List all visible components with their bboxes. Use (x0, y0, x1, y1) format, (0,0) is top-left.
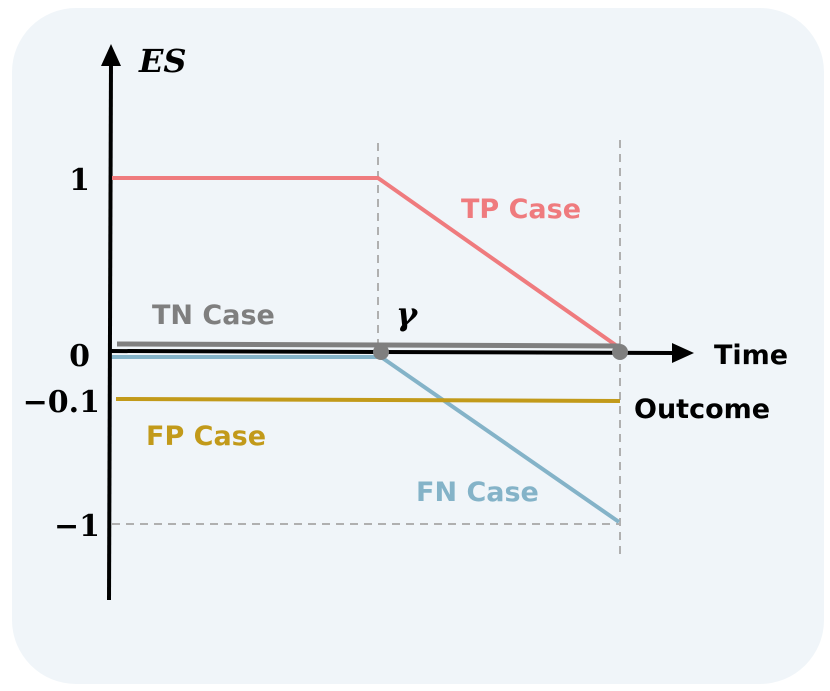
y-tick-label: 1 (69, 163, 90, 198)
tp-case-line (112, 176, 619, 348)
fp-case-line (115, 397, 621, 403)
y-tick-label: −1 (54, 509, 100, 544)
tn-case-label: TN Case (152, 300, 275, 331)
tp-case-label: TP Case (461, 194, 581, 225)
outcome-label: Outcome (634, 394, 770, 425)
x-axis-title: Time (714, 340, 788, 371)
x-axis (109, 349, 675, 355)
tn-case-line (116, 341, 621, 349)
fp-case-label: FP Case (146, 421, 266, 452)
gamma-label: γ (396, 295, 419, 333)
gamma-marker (373, 344, 389, 360)
y-axis-arrow (101, 44, 121, 66)
y-tick-label: 0 (69, 339, 90, 374)
y-axis-title: ES (138, 42, 187, 80)
outcome-marker (612, 344, 628, 360)
y-tick-label: −0.1 (23, 385, 100, 420)
fn-case-label: FN Case (416, 477, 539, 508)
x-axis-arrow (672, 343, 694, 363)
y-axis (107, 61, 113, 601)
